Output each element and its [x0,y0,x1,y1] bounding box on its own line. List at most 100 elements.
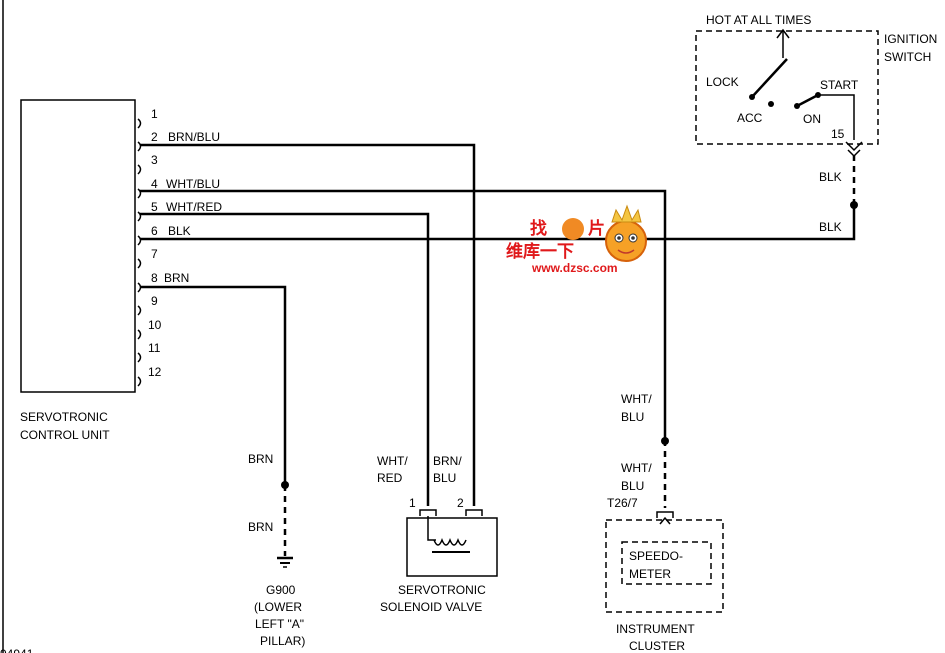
splice-dot-ground [281,481,289,489]
pin-number-1: 1 [151,107,158,121]
cluster-wire-lower-line2: BLU [621,479,644,493]
pin-number-10: 10 [148,318,162,332]
wire-blk [140,205,856,241]
wire-label-pin5: WHT/RED [166,200,222,214]
wire-label-pin8: BRN [164,271,189,285]
solenoid-left-wire-line1: WHT/ [377,454,408,468]
solenoid-coil-leads [427,516,436,541]
switch-start-blade [796,93,819,108]
solenoid-left-wire-line2: RED [377,471,403,485]
switch-contact-lock [749,94,755,100]
wires [140,143,856,556]
solenoid-connector-1 [419,509,437,516]
pin-connector-5 [137,211,142,222]
pin-number-5: 5 [151,200,158,214]
wire-label-pin4: WHT/BLU [166,177,220,191]
switch-terminal-connector [845,141,863,158]
ground-g900: BRN BRN G900 (LOWER LEFT "A" PILLAR) [248,452,305,648]
pin-connector-3 [137,164,142,175]
splice-dot-ignition [850,201,858,209]
watermark-mascot-icon [605,220,647,262]
solenoid-right-wire-line2: BLU [433,471,456,485]
wire-label-pin2: BRN/BLU [168,130,220,144]
solenoid-pin-2: 2 [457,496,464,510]
cluster-wire-upper-line1: WHT/ [621,392,652,406]
cluster-wire-upper-line2: BLU [621,410,644,424]
watermark-cn-text: 维库一下 [506,241,574,262]
pin-number-3: 3 [151,153,158,167]
control-unit-label-line1: SERVOTRONIC [20,410,108,424]
cluster-label-line2: CLUSTER [629,639,685,653]
ignition-switch-box [695,30,879,145]
switch-position-acc: ACC [737,111,763,125]
switch-position-on: ON [803,112,821,126]
pin-number-9: 9 [151,294,158,308]
ground-wire-label-upper: BRN [248,452,273,466]
speedometer-label-line1: SPEEDO- [629,549,683,563]
figure-id: 94941 [0,647,34,653]
watermark-url: www.dzsc.com [531,261,618,275]
ground-label-line3: LEFT "A" [255,617,304,631]
solenoid-connector-2 [465,509,483,516]
switch-lever [751,58,788,98]
pin-number-7: 7 [151,247,158,261]
pin-number-6: 6 [151,224,158,238]
watermark-crown-icon [611,204,642,223]
ignition-switch: HOT AT ALL TIMES IGNITION SWITCH LOCK AC… [695,13,937,234]
solenoid-box [406,517,498,577]
pin-number-8: 8 [151,271,158,285]
ground-wire-label-lower: BRN [248,520,273,534]
watermark: 找 片 维库一下 www.dzsc.com [506,204,647,275]
wire-wht-blu [140,189,667,440]
switch-output-line [818,94,855,140]
cluster-wire-lower-line1: WHT/ [621,461,652,475]
watermark-top-char-2: 片 [588,218,605,239]
cluster-label-line1: INSTRUMENT [616,622,695,636]
servotronic-control-unit: SERVOTRONIC CONTROL UNIT 1 2 3 4 5 6 7 8… [20,99,222,442]
pin-connector-2 [137,141,142,152]
watermark-core-icon [562,218,584,240]
pin-connector-11 [137,352,142,363]
solenoid-label-line1: SERVOTRONIC [398,583,486,597]
pin-connector-9 [137,305,142,316]
pin-connector-10 [137,329,142,340]
ignition-switch-label-line2: SWITCH [884,50,931,64]
ground-label-line4: PILLAR) [260,634,305,648]
pin-connector-4 [137,188,142,199]
pin-connectors [137,118,142,387]
cluster-connector-arrow-icon [659,516,671,525]
cluster-connector [656,511,674,518]
solenoid-right-wire-line1: BRN/ [433,454,462,468]
ground-label-line2: (LOWER [254,600,302,614]
cluster-box [605,519,724,613]
servotronic-solenoid-valve: WHT/ RED BRN/ BLU 1 2 SERVOTRONIC SOLENO… [377,454,498,614]
pin-number-12: 12 [148,365,162,379]
splice-dot-cluster [661,437,669,445]
pin-connector-7 [137,258,142,269]
switch-contact-acc [768,101,774,107]
instrument-cluster: WHT/ BLU WHT/ BLU T26/7 SPEEDO- METER IN… [605,392,724,653]
speedometer-label-line2: METER [629,567,671,581]
ground-symbol-icon [277,556,293,568]
control-unit-label-line2: CONTROL UNIT [20,428,110,442]
pin-number-2: 2 [151,130,158,144]
wire-brn-blu [140,143,476,506]
control-unit-box [20,99,136,393]
ignition-wire-label-lower: BLK [819,220,842,234]
hot-at-all-times-label: HOT AT ALL TIMES [706,13,811,27]
speedometer-box [621,541,712,585]
pin-connector-6 [137,235,142,246]
ground-label-line1: G900 [266,583,296,597]
wire-brn [140,285,287,485]
switch-feed-arrow-icon [776,28,790,39]
pin-number-11: 11 [148,341,161,355]
ignition-switch-label-line1: IGNITION [884,32,937,46]
switch-terminal-15: 15 [831,127,845,141]
solenoid-coil-icon [433,537,467,546]
wire-label-pin6: BLK [168,224,191,238]
watermark-top-char-1: 找 [530,218,547,239]
solenoid-pin-1: 1 [409,496,416,510]
ignition-wire-label-upper: BLK [819,170,842,184]
solenoid-label-line2: SOLENOID VALVE [380,600,482,614]
